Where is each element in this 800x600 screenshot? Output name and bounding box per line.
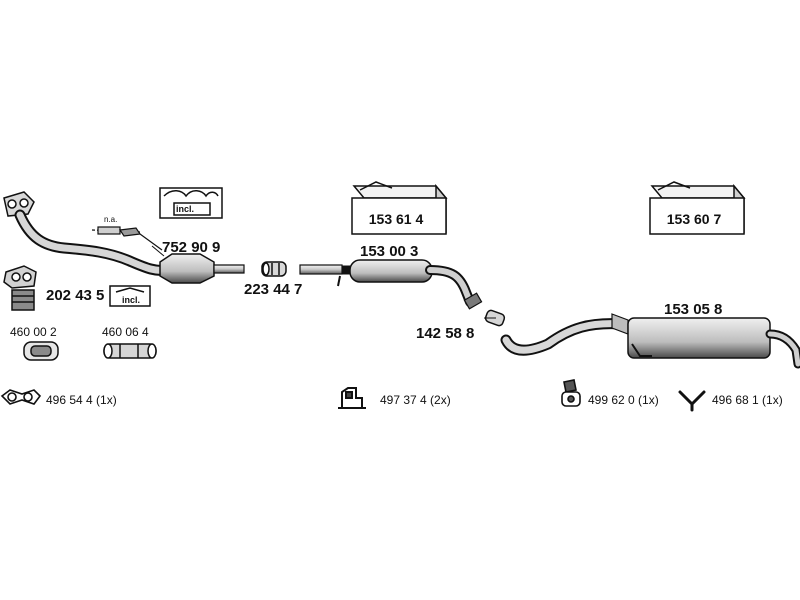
part-number-center-connector: 142 58 8 xyxy=(416,325,475,342)
part-number-gasket-set: 202 43 5 xyxy=(46,287,105,304)
kit-number-rear: 153 60 7 xyxy=(666,211,722,227)
included-tag-gasket: incl. xyxy=(122,295,141,305)
part-number-clamp-ring: 223 44 7 xyxy=(244,281,303,298)
y-holder-icon xyxy=(678,390,706,412)
hanger-bracket-icon xyxy=(338,387,366,409)
rear-silencer xyxy=(500,313,800,369)
flange-clamp xyxy=(3,265,37,311)
leader-lines xyxy=(151,245,496,319)
front-pipe xyxy=(14,209,245,284)
kit-box-rear xyxy=(649,181,746,235)
part-number-gasket-b: 460 06 4 xyxy=(102,325,149,339)
part-number-front-pipe: 752 90 9 xyxy=(162,239,221,256)
front-hardware-kit xyxy=(159,187,223,219)
part-number-middle-silencer: 153 00 3 xyxy=(360,243,419,260)
rubber-mount-icon xyxy=(561,379,581,407)
legend-rubber-mount: 499 62 0 (1x) xyxy=(588,393,659,407)
part-number-rear-silencer: 153 05 8 xyxy=(664,301,723,318)
gasket-kit-box xyxy=(109,285,151,307)
kit-box-middle xyxy=(351,181,448,235)
note-not-available: n.a. xyxy=(104,215,118,224)
gasket-b xyxy=(103,343,157,359)
front-flange xyxy=(3,191,35,217)
legend-flange-gasket: 496 54 4 (1x) xyxy=(46,393,117,407)
middle-silencer xyxy=(299,259,483,310)
lambda-sensor xyxy=(91,226,163,251)
legend-hanger-bracket: 497 37 4 (2x) xyxy=(380,393,451,407)
flange-gasket-icon xyxy=(0,389,42,405)
clamp-ring xyxy=(261,261,287,277)
included-tag-front: incl. xyxy=(176,204,195,214)
part-number-gasket-a: 460 00 2 xyxy=(10,325,57,339)
gasket-a xyxy=(23,341,59,361)
legend-y-holder: 496 68 1 (1x) xyxy=(712,393,783,407)
kit-number-middle: 153 61 4 xyxy=(368,211,424,227)
